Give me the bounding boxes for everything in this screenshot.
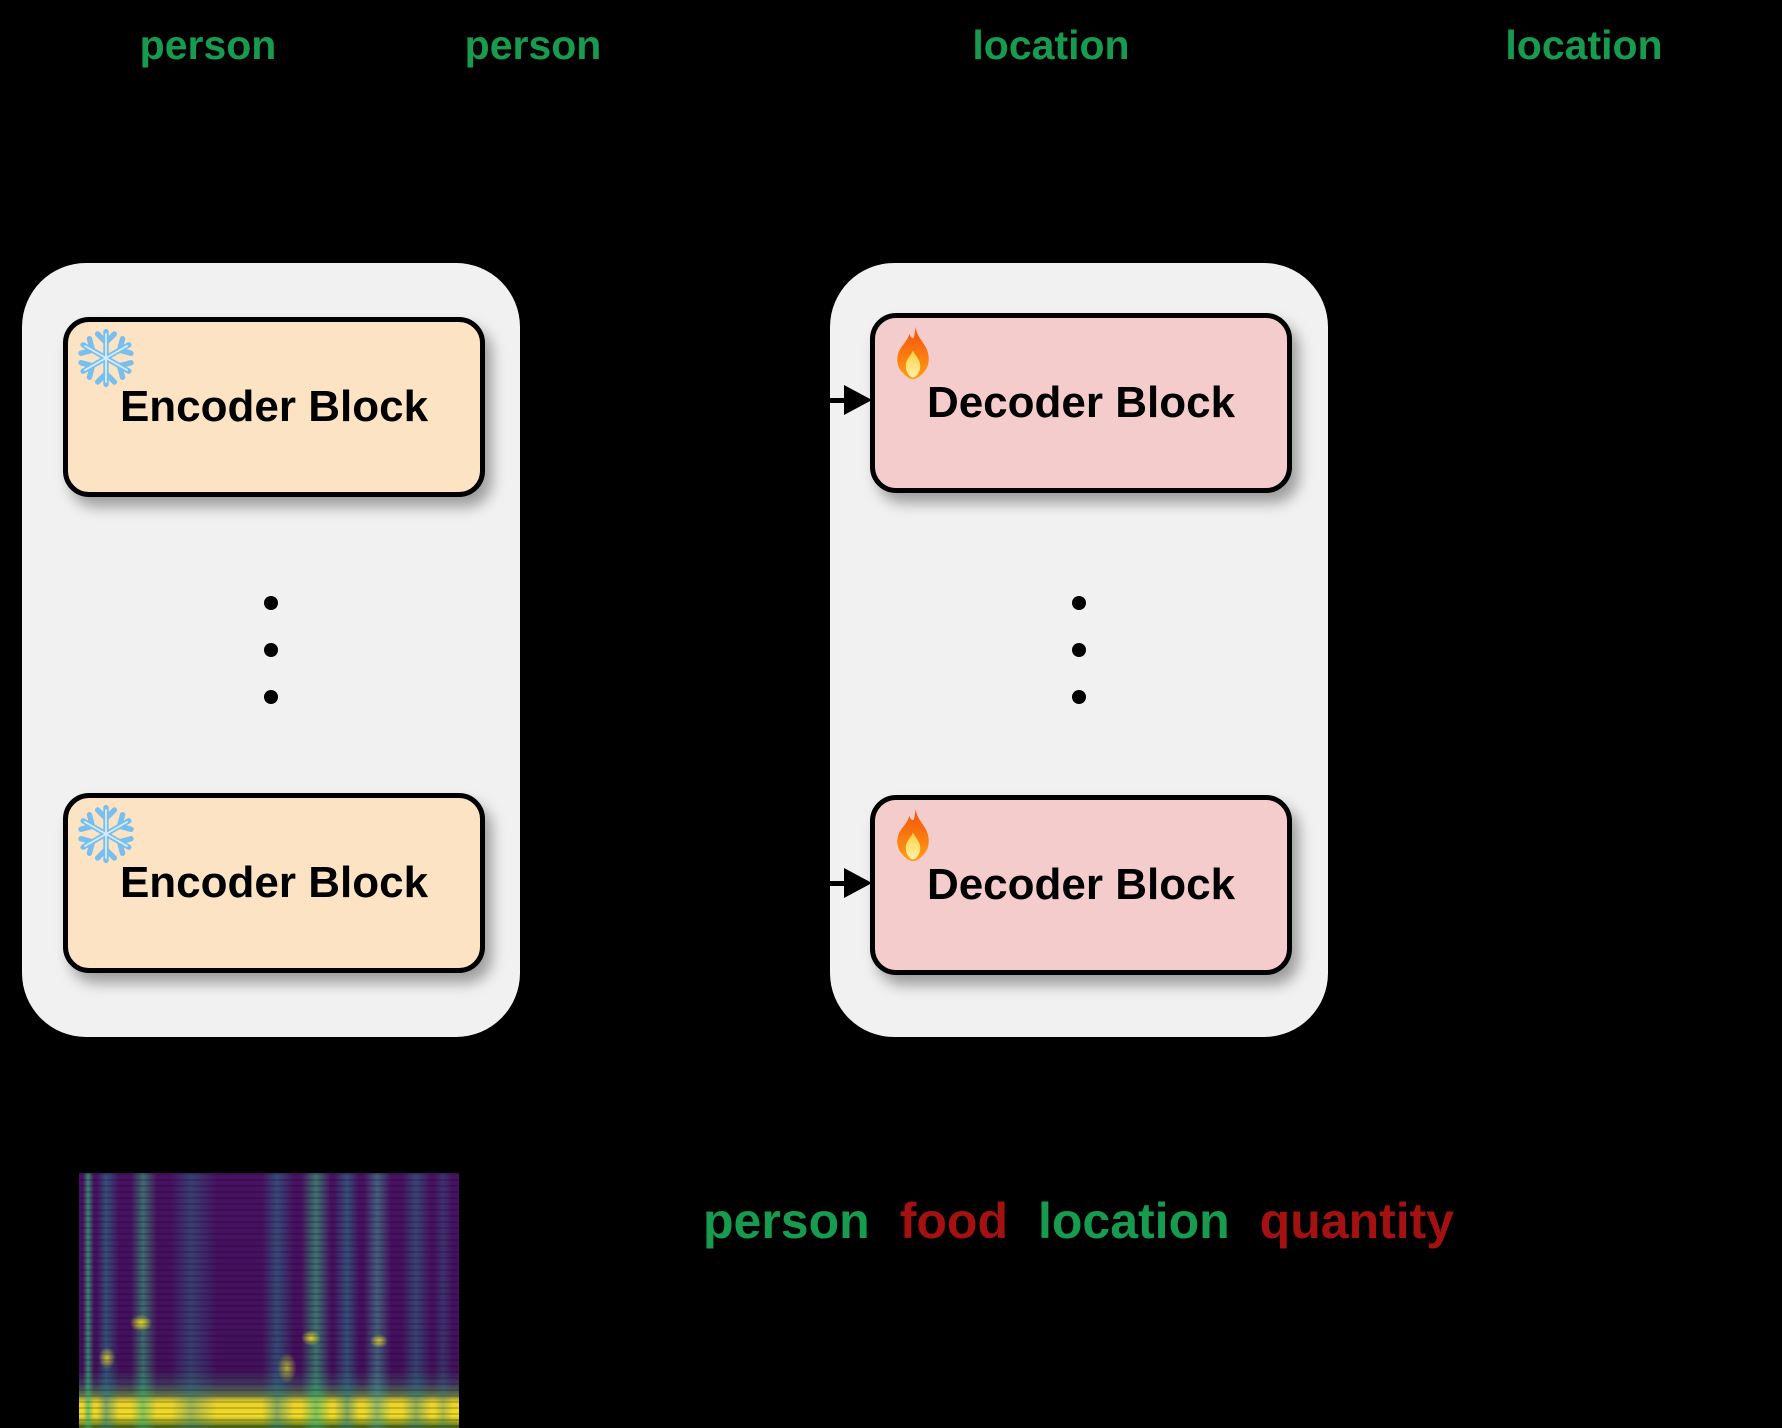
snowflake-icon xyxy=(78,328,134,388)
seq-label-location: location xyxy=(1037,1193,1230,1249)
top-label-location-2: location xyxy=(1505,22,1663,68)
decoder-input-arrow-2 xyxy=(780,868,872,898)
block-label: Encoder Block xyxy=(119,858,429,907)
top-label-person-2: person xyxy=(464,22,602,68)
decoder-block-2: Decoder Block xyxy=(870,795,1292,975)
snowflake-icon xyxy=(78,804,134,864)
spectrogram-image xyxy=(79,1173,459,1428)
seq-label-person: person xyxy=(703,1193,870,1249)
decoder-stack: Decoder Block Decoder Block xyxy=(830,263,1328,1037)
bottom-sequence: person food location quantity xyxy=(703,1192,1454,1250)
top-label-person-1: person xyxy=(139,22,277,68)
encoder-stack: Encoder Block Encoder Block xyxy=(22,263,520,1037)
fire-icon xyxy=(897,808,929,862)
top-label-location-1: location xyxy=(972,22,1130,68)
encoder-block-1: Encoder Block xyxy=(63,317,485,497)
block-label: Decoder Block xyxy=(926,378,1236,427)
seq-label-quantity: quantity xyxy=(1259,1193,1455,1249)
decoder-ellipsis-dots xyxy=(1072,596,1086,704)
block-label: Encoder Block xyxy=(119,382,429,431)
fire-icon xyxy=(897,326,929,380)
decoder-input-arrow-1 xyxy=(780,385,872,415)
block-label: Decoder Block xyxy=(926,860,1236,909)
seq-label-food: food xyxy=(899,1193,1008,1249)
decoder-block-1: Decoder Block xyxy=(870,313,1292,493)
encoder-block-2: Encoder Block xyxy=(63,793,485,973)
encoder-ellipsis-dots xyxy=(264,596,278,704)
